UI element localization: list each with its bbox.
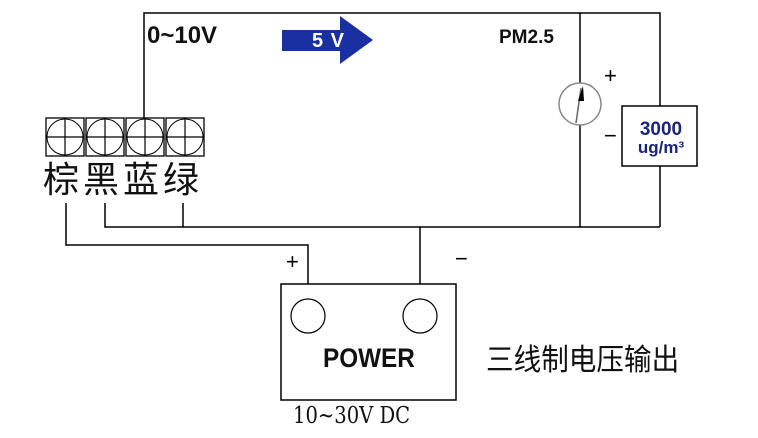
reading-unit: ug/m³ (637, 138, 685, 157)
power-supply-box (280, 283, 457, 401)
terminal-1 (85, 117, 125, 157)
wire-black (104, 203, 660, 228)
wire-label-brown: 棕 (43, 160, 80, 201)
output-range-label: 0~10V (147, 22, 218, 49)
terminal-0 (45, 117, 85, 157)
measurand-label: PM2.5 (499, 27, 554, 48)
power-plus-label: + (286, 249, 299, 274)
power-terminal-plus-icon (290, 298, 326, 334)
wire-label-blue: 蓝 (123, 160, 160, 201)
power-terminal-minus-icon (402, 298, 438, 334)
reading-value: 3000 (639, 119, 683, 140)
power-minus-label: − (455, 246, 468, 271)
power-voltage-label: 10~30V DC (293, 403, 411, 429)
supply-arrow-icon (282, 16, 373, 64)
wire-brown (65, 203, 309, 284)
supply-voltage-label: 5 V (312, 30, 346, 52)
meter-gauge-icon (558, 82, 602, 126)
terminal-3 (165, 117, 205, 157)
terminal-block (45, 117, 205, 157)
terminal-2 (125, 117, 165, 157)
wire-label-black: 黑 (83, 160, 120, 201)
meter-plus-label: + (604, 63, 617, 88)
meter-minus-label: − (604, 123, 617, 148)
wire-label-green: 绿 (163, 160, 200, 201)
diagram-caption: 三线制电压输出 (486, 343, 680, 378)
reading-display (621, 105, 698, 167)
power-supply-label: POWER (323, 343, 415, 373)
